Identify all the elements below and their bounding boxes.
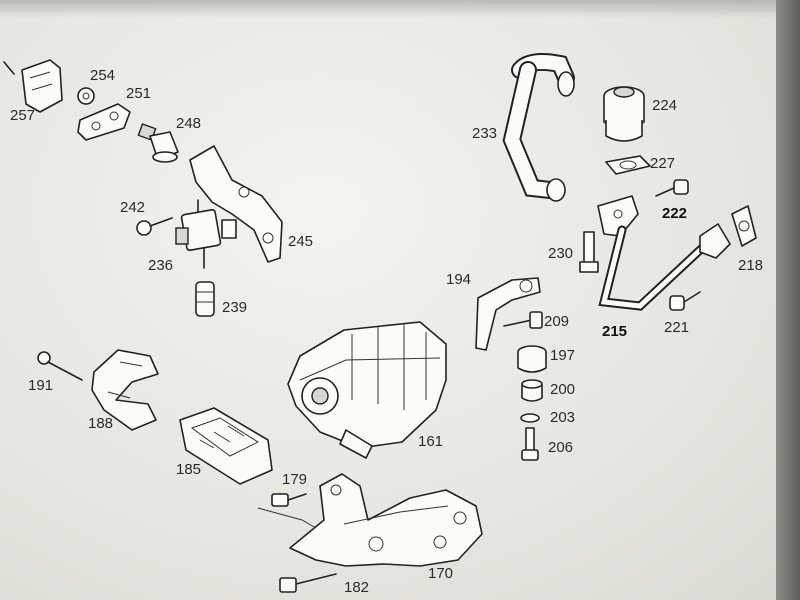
part-248-sensor [137,123,179,163]
monitor-bezel [776,0,800,600]
callout-191: 191 [28,377,53,394]
part-251-plate [77,103,131,141]
part-242-bolt [136,217,173,236]
callout-209: 209 [544,313,569,330]
part-182-bolt [279,573,337,593]
callout-188: 188 [88,415,113,432]
part-236-valve [175,199,237,269]
part-239-fitting [195,281,215,317]
callout-257: 257 [10,107,35,124]
callout-182: 182 [344,579,369,596]
callout-218: 218 [738,257,763,274]
part-209-bolt [503,311,543,329]
part-206-bolt [521,427,539,461]
callout-236: 236 [148,257,173,274]
part-215-pipe [597,195,731,311]
part-218-gasket [731,205,757,247]
callout-230: 230 [548,245,573,262]
part-200-washer [521,379,543,402]
part-221-bolt [669,291,701,311]
callout-203: 203 [550,409,575,426]
part-222-bolt [655,179,689,197]
part-254-nut [77,87,95,105]
callout-200: 200 [550,381,575,398]
callout-194: 194 [446,271,471,288]
part-185-mount [179,407,273,485]
part-194-bracket [475,277,541,351]
part-257-bracket [3,59,63,113]
part-233-pipe [502,53,575,202]
callout-254: 254 [90,67,115,84]
exploded-parts-diagram: 257 254 251 248 242 245 236 239 233 224 … [3,53,763,596]
callout-labels: 257 254 251 248 242 245 236 239 233 224 … [10,67,763,596]
callout-170: 170 [428,565,453,582]
callout-206: 206 [548,439,573,456]
part-230-bolt [579,231,599,273]
callout-242: 242 [120,199,145,216]
callout-239: 239 [222,299,247,316]
part-197-mount [517,345,547,373]
callout-227: 227 [650,155,675,172]
callout-197: 197 [550,347,575,364]
part-179-bolt [257,493,317,529]
part-245-bracket [189,145,283,263]
callout-161: 161 [418,433,443,450]
part-203-washer [520,413,540,423]
callout-251: 251 [126,85,151,102]
callout-185: 185 [176,461,201,478]
part-191-bolt [37,351,83,381]
part-170-bracket [289,473,483,567]
part-161-compressor [287,321,447,459]
part-227-gasket [605,155,651,175]
callout-215: 215 [602,323,627,340]
part-224-egr-valve [603,86,645,142]
callout-233: 233 [472,125,497,142]
callout-221: 221 [664,319,689,336]
part-188-bracket [91,349,159,431]
callout-222: 222 [662,205,687,222]
callout-224: 224 [652,97,677,114]
callout-248: 248 [176,115,201,132]
callout-179: 179 [282,471,307,488]
screen-glare [0,0,800,18]
callout-245: 245 [288,233,313,250]
